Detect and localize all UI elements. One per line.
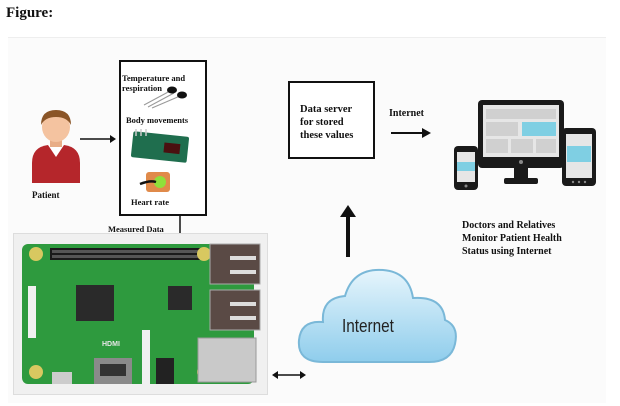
devices-caption: Doctors and Relatives Monitor Patient He… [462, 219, 562, 258]
arrow-board-cloud-bidirectional [272, 371, 306, 379]
monitoring-devices-icon [454, 100, 596, 190]
patient-icon [32, 110, 80, 183]
internet-arrow-label: Internet [389, 108, 424, 119]
arrow-patient-to-sensors [80, 135, 116, 143]
thermistor-sensor-icon [143, 86, 187, 109]
devices-caption-line3: Status using Internet [462, 246, 552, 257]
data-server-box [288, 81, 375, 159]
data-server-line3: these values [300, 130, 354, 141]
heart-rate-label: Heart rate [131, 197, 169, 207]
desktop-monitor-icon [478, 100, 564, 184]
tablet-icon [562, 128, 596, 186]
connector-sensors-to-board [179, 216, 181, 234]
devices-caption-line1: Doctors and Relatives [462, 220, 556, 231]
body-movements-label: Body movements [126, 115, 189, 125]
temperature-label-line1: Temperature and [122, 73, 186, 83]
hdmi-silkscreen-label: HDMI [102, 341, 120, 348]
temperature-label-line2: respiration [122, 83, 162, 93]
patient-label: Patient [32, 190, 60, 200]
raspberry-pi-board-icon: HDMI [22, 243, 261, 384]
heart-rate-sensor-icon [139, 172, 170, 192]
data-server-label: Data server for stored these values [300, 103, 375, 142]
arrow-server-to-devices [391, 128, 431, 138]
internet-cloud-icon [297, 268, 457, 363]
measured-data-label: Measured Data [108, 224, 164, 234]
arrow-cloud-to-server [340, 205, 356, 257]
cloud-internet-label: Internet [342, 316, 394, 336]
smartphone-icon [454, 146, 478, 190]
data-server-line1: Data server [300, 104, 353, 115]
figure-label: Figure: [6, 5, 54, 21]
data-server-line2: for stored [300, 117, 344, 128]
devices-caption-line2: Monitor Patient Health [462, 233, 562, 244]
motion-sensor-module-icon [130, 129, 190, 163]
